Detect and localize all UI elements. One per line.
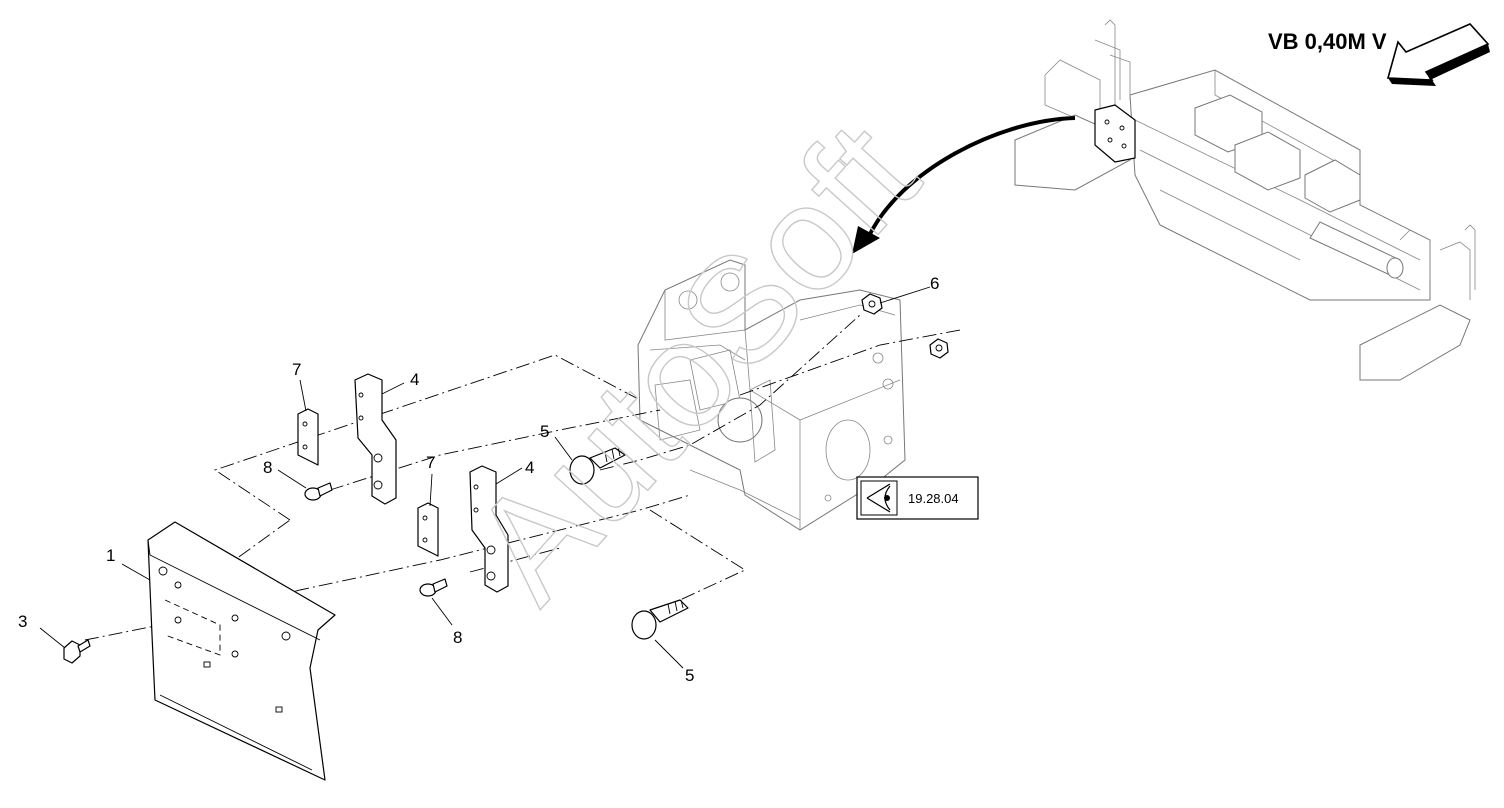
part-6-nut-upper: [861, 293, 883, 315]
drawing-title: VB 0,40M V: [1268, 29, 1387, 54]
callout-5-upper: 5: [540, 422, 549, 441]
part-8-screw-upper: [304, 482, 333, 501]
callout-8-lower: 8: [453, 628, 462, 647]
callout-8-upper: 8: [263, 458, 272, 477]
callout-5-lower: 5: [685, 666, 694, 685]
reference-view-box[interactable]: 19.28.04: [856, 476, 979, 520]
part-7-spacer-upper: [297, 408, 319, 466]
part-5-pin-lower: [631, 599, 689, 640]
callout-leader-lines: [39, 286, 931, 669]
part-3-bolt: [63, 639, 91, 664]
eye-view-icon: [866, 483, 891, 513]
indicator-curved-arrow: [852, 116, 1076, 254]
assembly-centerlines: [84, 314, 961, 641]
callout-4-lower: 4: [525, 458, 534, 477]
part-1-plate: [147, 521, 336, 781]
part-5-pin-upper: [569, 446, 626, 485]
part-6-nut-lower: [929, 338, 949, 359]
part-7-spacer-lower: [417, 502, 439, 557]
reference-code: 19.28.04: [908, 491, 959, 506]
screed-end-bracket: [637, 259, 906, 531]
part-8-screw-lower: [419, 578, 448, 597]
screed-overview-drawing: [1014, 19, 1476, 381]
callout-7-lower: 7: [426, 453, 435, 472]
callout-3: 3: [18, 612, 27, 631]
callout-4-upper: 4: [410, 370, 419, 389]
callout-1: 1: [106, 546, 115, 565]
part-4-bracket-upper: [354, 373, 397, 505]
part-4-bracket-lower: [469, 465, 509, 593]
callout-6: 6: [930, 274, 939, 293]
callout-7-upper: 7: [292, 360, 301, 379]
